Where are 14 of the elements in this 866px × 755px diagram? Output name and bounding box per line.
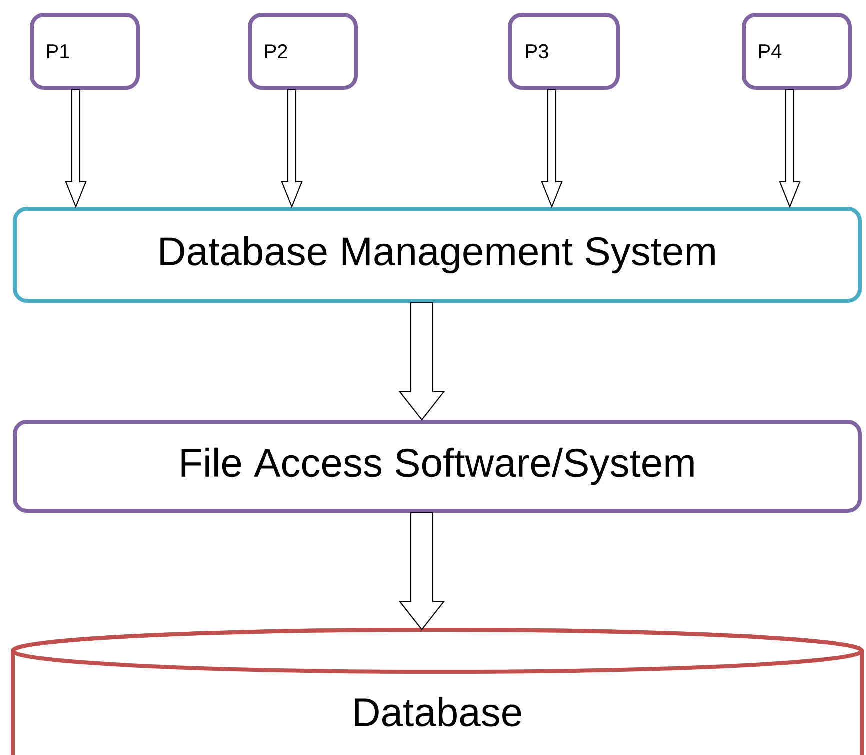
- block-arrow: [541, 89, 563, 208]
- system-box: File Access Software/System: [13, 420, 862, 513]
- process-box: P4: [742, 13, 852, 90]
- node-label: Database: [355, 697, 522, 727]
- database-cylinder: Database: [11, 628, 864, 755]
- block-arrow: [281, 89, 303, 208]
- process-box: P1: [30, 13, 140, 90]
- block-arrow: [398, 302, 446, 421]
- block-arrow: [779, 89, 801, 208]
- system-box: Database Management System: [13, 207, 862, 303]
- process-box: P3: [508, 13, 620, 90]
- block-arrow: [65, 89, 87, 208]
- process-box: P2: [248, 13, 358, 90]
- block-arrow: [398, 512, 446, 631]
